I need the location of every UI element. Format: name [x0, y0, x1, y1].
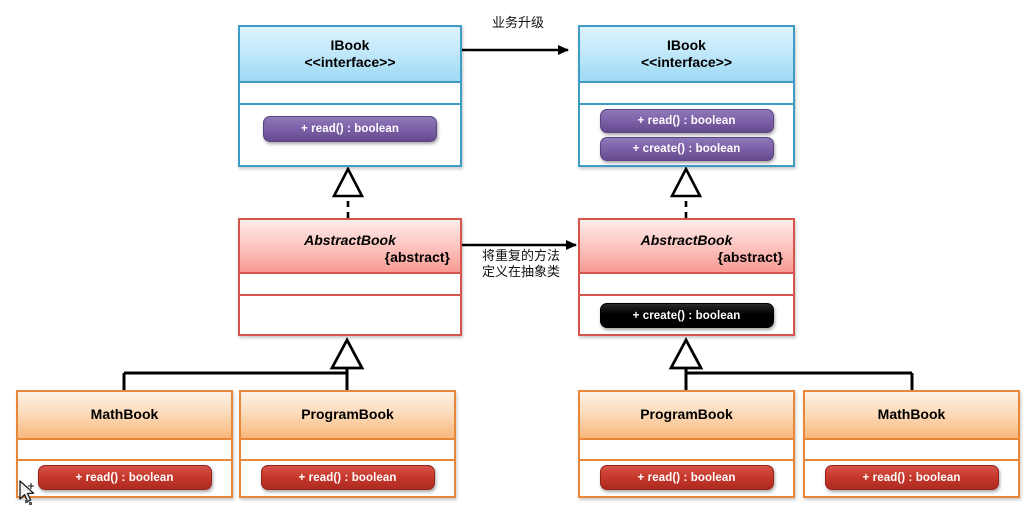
class-stereotype: <<interface>> — [640, 54, 733, 70]
attributes-compartment — [241, 440, 454, 461]
operations-compartment: + read() : boolean + create() : boolean — [580, 105, 793, 163]
class-modifier: {abstract} — [384, 249, 450, 265]
class-header: IBook <<interface>> — [580, 27, 793, 83]
method-pill[interactable]: + create() : boolean — [599, 303, 774, 328]
operations-compartment: + read() : boolean — [240, 105, 460, 163]
method-pill[interactable]: + create() : boolean — [599, 137, 774, 161]
class-box-abstractbook-left[interactable]: AbstractBook {abstract} — [238, 218, 462, 336]
attributes-compartment — [580, 440, 793, 461]
class-name: IBook — [667, 36, 706, 53]
label-extract-methods: 将重复的方法 定义在抽象类 — [462, 249, 580, 282]
class-header: ProgramBook — [580, 392, 793, 440]
method-pill[interactable]: + read() : boolean — [824, 465, 999, 490]
class-header: AbstractBook {abstract} — [580, 220, 793, 274]
edge-left-generalization — [122, 337, 365, 390]
operations-compartment: + read() : boolean — [805, 461, 1018, 496]
operations-compartment: + read() : boolean — [580, 461, 793, 496]
attributes-compartment — [580, 83, 793, 105]
class-box-ibook-right[interactable]: IBook <<interface>> + read() : boolean +… — [578, 25, 795, 167]
class-name: ProgramBook — [640, 406, 733, 423]
edge-right-generalization — [668, 337, 914, 390]
class-header: MathBook — [805, 392, 1018, 440]
method-pill[interactable]: + read() : boolean — [37, 465, 212, 490]
edge-left-realization — [331, 166, 365, 218]
class-header: IBook <<interface>> — [240, 27, 460, 83]
method-pill[interactable]: + read() : boolean — [599, 109, 774, 133]
class-name: MathBook — [90, 406, 159, 423]
class-box-mathbook-right[interactable]: MathBook + read() : boolean — [803, 390, 1020, 498]
class-header: ProgramBook — [241, 392, 454, 440]
class-stereotype: <<interface>> — [304, 54, 396, 70]
label-line-1: 将重复的方法 — [481, 249, 560, 264]
class-header: MathBook — [18, 392, 231, 440]
label-line-2: 定义在抽象类 — [481, 265, 560, 281]
attributes-compartment — [240, 274, 460, 296]
method-pill[interactable]: + read() : boolean — [599, 465, 774, 490]
class-box-mathbook-left[interactable]: MathBook + read() : boolean — [16, 390, 233, 498]
class-box-programbook-right[interactable]: ProgramBook + read() : boolean — [578, 390, 795, 498]
attributes-compartment — [805, 440, 1018, 461]
mouse-pointer-icon — [19, 480, 35, 505]
operations-compartment: + create() : boolean — [580, 296, 793, 334]
class-name: ProgramBook — [301, 406, 394, 423]
method-pill[interactable]: + read() : boolean — [260, 465, 435, 490]
attributes-compartment — [18, 440, 231, 461]
operations-compartment: + read() : boolean — [18, 461, 231, 496]
class-name: AbstractBook — [640, 231, 733, 248]
class-box-programbook-left[interactable]: ProgramBook + read() : boolean — [239, 390, 456, 498]
class-box-ibook-left[interactable]: IBook <<interface>> + read() : boolean — [238, 25, 462, 167]
class-box-abstractbook-right[interactable]: AbstractBook {abstract} + create() : boo… — [578, 218, 795, 336]
edge-right-realization — [669, 166, 703, 218]
method-pill[interactable]: + read() : boolean — [263, 116, 437, 142]
class-name: AbstractBook — [304, 231, 396, 248]
operations-compartment: + read() : boolean — [241, 461, 454, 496]
label-business-upgrade: 业务升级 — [491, 16, 544, 31]
attributes-compartment — [240, 83, 460, 105]
operations-compartment — [240, 296, 460, 334]
attributes-compartment — [580, 274, 793, 296]
class-modifier: {abstract} — [717, 249, 783, 265]
class-header: AbstractBook {abstract} — [240, 220, 460, 274]
class-name: IBook — [330, 36, 370, 53]
class-name: MathBook — [877, 406, 946, 423]
